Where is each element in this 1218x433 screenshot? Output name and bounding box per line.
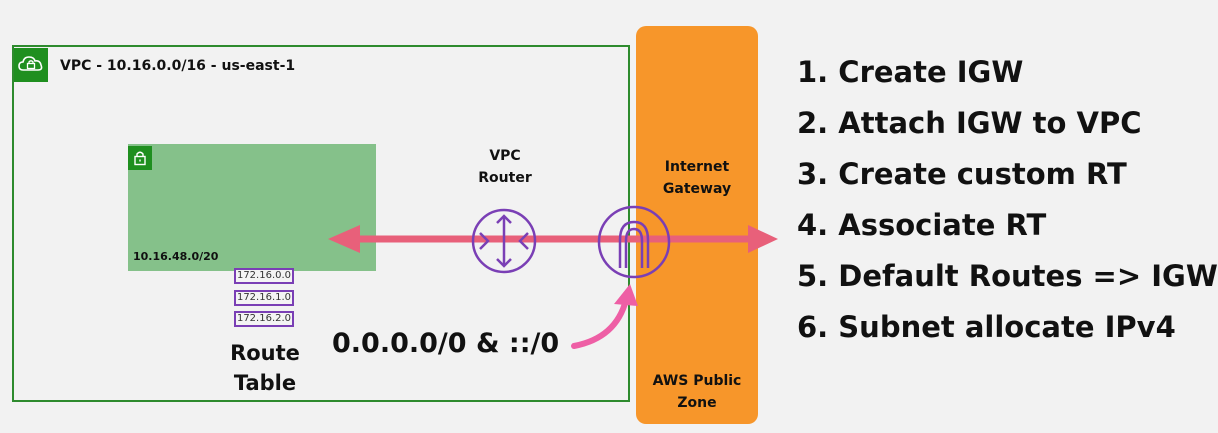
steps-list: 1. Create IGW 2. Attach IGW to VPC 3. Cr… <box>797 50 1218 356</box>
step-item: 3. Create custom RT <box>797 157 1127 191</box>
aws-public-zone-label-line2: Zone <box>677 395 717 411</box>
vpc-router-label-line1: VPC <box>489 148 521 164</box>
router-icon <box>471 208 537 274</box>
default-routes-text: 0.0.0.0/0 & ::/0 <box>332 328 560 359</box>
vpc-label: VPC - 10.16.0.0/16 - us-east-1 <box>60 58 296 74</box>
step-item: 4. Associate RT <box>797 208 1047 242</box>
internet-gateway-icon <box>597 205 671 279</box>
aws-public-zone-label: AWS Public Zone <box>636 370 758 414</box>
default-route-arrow <box>571 284 638 349</box>
route-table-label: Route Table <box>200 338 330 398</box>
internet-gateway-label: Internet Gateway <box>636 156 758 200</box>
route-table-entry: 172.16.0.0 <box>234 268 294 284</box>
subnet <box>128 144 376 271</box>
aws-public-zone-label-line1: AWS Public <box>652 373 742 389</box>
vpc-router-label-line2: Router <box>478 170 532 186</box>
route-table-entry: 172.16.2.0 <box>234 311 294 327</box>
step-item: 1. Create IGW <box>797 55 1024 89</box>
step-item: 6. Subnet allocate IPv4 <box>797 310 1176 344</box>
route-table-label-line1: Route <box>230 341 300 365</box>
cloud-lock-icon <box>14 48 48 82</box>
internet-gateway-label-line2: Gateway <box>662 181 732 197</box>
lock-icon <box>128 146 152 170</box>
step-item: 5. Default Routes => IGW <box>797 259 1218 293</box>
route-table-label-line2: Table <box>233 371 297 395</box>
subnet-cidr: 10.16.48.0/20 <box>133 250 219 263</box>
traffic-arrow <box>328 225 778 253</box>
aws-public-zone <box>636 26 758 424</box>
vpc-router-label: VPC Router <box>455 145 555 189</box>
internet-gateway-label-line1: Internet <box>664 159 730 175</box>
step-item: 2. Attach IGW to VPC <box>797 106 1142 140</box>
route-table-entry: 172.16.1.0 <box>234 290 294 306</box>
